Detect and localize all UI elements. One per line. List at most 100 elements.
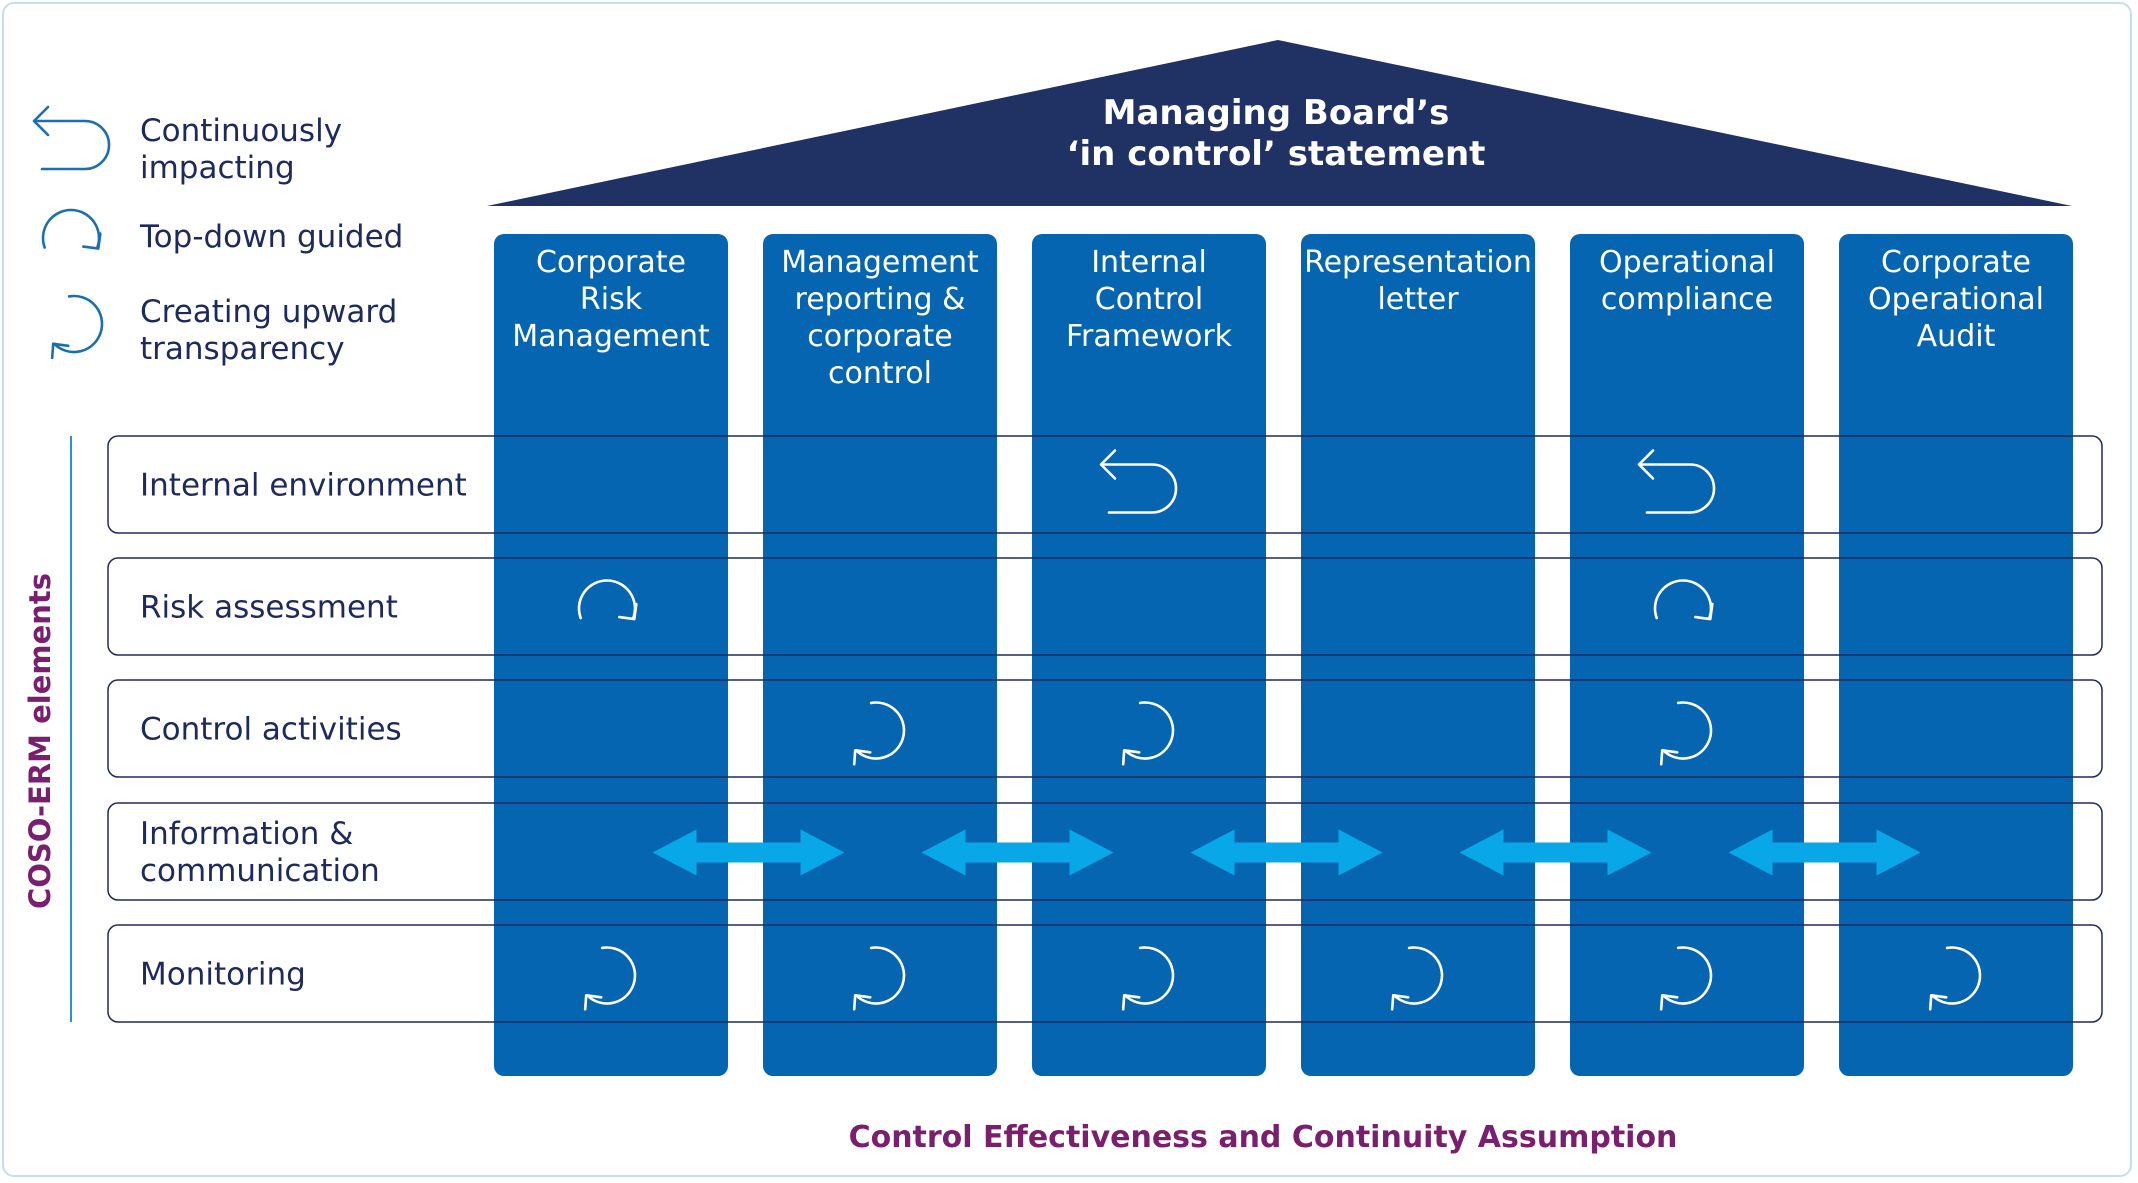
pillar-label-line: Management bbox=[781, 245, 979, 280]
clockwise-arrow-icon bbox=[1653, 579, 1713, 620]
roof: Managing Board’s‘in control’ statement bbox=[487, 40, 2072, 206]
counterclockwise-arrow-icon bbox=[1392, 946, 1444, 1005]
footer-group: Control Effectiveness and Continuity Ass… bbox=[849, 1120, 1678, 1155]
legend-item-1: Top-down guided bbox=[41, 208, 403, 255]
clockwise-arrow-icon-head bbox=[82, 232, 102, 250]
pillar-label-line: Risk bbox=[580, 282, 643, 317]
counterclockwise-arrow-icon-head bbox=[1390, 993, 1410, 1011]
double-arrow-icon bbox=[1190, 829, 1383, 876]
pillar-label-line: compliance bbox=[1601, 282, 1773, 317]
roof-statement-line: Managing Board’s bbox=[1103, 93, 1450, 133]
pillar-label-line: corporate bbox=[807, 319, 953, 354]
row-label-line: Risk assessment bbox=[140, 590, 398, 626]
roof-statement-line: ‘in control’ statement bbox=[1067, 134, 1486, 174]
counterclockwise-arrow-icon bbox=[854, 701, 906, 760]
counterclockwise-arrow-icon bbox=[1123, 946, 1175, 1005]
return-arrow-icon-head bbox=[1099, 449, 1117, 480]
pillar-label-line: Control bbox=[1095, 282, 1203, 317]
double-arrow-icon bbox=[1459, 829, 1652, 876]
counterclockwise-arrow-icon-head bbox=[583, 993, 603, 1011]
row-label-line: Internal environment bbox=[140, 468, 467, 504]
pillar-label-line: Internal bbox=[1091, 245, 1207, 280]
double-arrow-icon bbox=[1728, 829, 1921, 876]
row-label-line: Monitoring bbox=[140, 957, 306, 993]
return-arrow-icon bbox=[1101, 463, 1178, 514]
clockwise-arrow-icon bbox=[577, 579, 637, 620]
legend-label-line: impacting bbox=[140, 150, 295, 186]
coso-row-2 bbox=[107, 679, 2103, 778]
side-label-group: COSO-ERM elements bbox=[23, 436, 72, 1022]
counterclockwise-arrow-icon-head bbox=[1121, 993, 1141, 1011]
pillar-label-line: Operational bbox=[1868, 282, 2044, 317]
legend-label-line: Top-down guided bbox=[139, 219, 403, 255]
pillar-label-line: control bbox=[828, 356, 932, 391]
counterclockwise-arrow-icon-head bbox=[1659, 748, 1679, 766]
legend-label-line: Creating upward bbox=[140, 294, 397, 330]
coso-row-3 bbox=[107, 802, 2103, 901]
counterclockwise-arrow-icon bbox=[1930, 946, 1982, 1005]
row-label: Control activities bbox=[140, 712, 402, 748]
footer-caption: Control Effectiveness and Continuity Ass… bbox=[849, 1120, 1678, 1155]
pillar-label-line: Audit bbox=[1917, 319, 1996, 354]
row-label: Information &communication bbox=[140, 816, 380, 889]
pillar-label-line: reporting & bbox=[795, 282, 966, 317]
coso-row-4 bbox=[107, 924, 2103, 1023]
pillar-label-line: letter bbox=[1377, 282, 1459, 317]
counterclockwise-arrow-icon-head bbox=[1121, 748, 1141, 766]
row-label-line: communication bbox=[140, 853, 380, 889]
pillar-label-line: Management bbox=[512, 319, 710, 354]
legend-label: Top-down guided bbox=[139, 219, 403, 255]
return-arrow-icon-head bbox=[1637, 449, 1655, 480]
clockwise-arrow-icon bbox=[41, 208, 101, 249]
pillar-label-line: Representation bbox=[1304, 245, 1532, 280]
row-label-line: Control activities bbox=[140, 712, 402, 748]
counterclockwise-arrow-icon-head bbox=[1928, 993, 1948, 1011]
pillar-label-line: Operational bbox=[1599, 245, 1775, 280]
pillar-label-line: Corporate bbox=[536, 245, 686, 280]
coso-row-1 bbox=[107, 557, 2103, 656]
counterclockwise-arrow-icon bbox=[854, 946, 906, 1005]
row-label: Monitoring bbox=[140, 957, 306, 993]
return-arrow-icon-head bbox=[32, 105, 50, 137]
clockwise-arrow-icon-head bbox=[1694, 602, 1714, 621]
double-arrow-icon bbox=[921, 829, 1114, 876]
return-arrow-icon bbox=[34, 119, 111, 171]
legend-label-line: transparency bbox=[140, 331, 345, 367]
counterclockwise-arrow-icon bbox=[52, 294, 104, 354]
row-label: Risk assessment bbox=[140, 590, 398, 626]
pillar-label-line: Corporate bbox=[1881, 245, 2031, 280]
clockwise-arrow-icon-head bbox=[618, 602, 638, 621]
connectors bbox=[652, 829, 1921, 876]
counterclockwise-arrow-icon bbox=[585, 946, 637, 1005]
counterclockwise-arrow-icon-head bbox=[852, 748, 872, 766]
counterclockwise-arrow-icon-head bbox=[50, 342, 70, 360]
counterclockwise-arrow-icon bbox=[1661, 946, 1713, 1005]
counterclockwise-arrow-icon bbox=[1123, 701, 1175, 760]
roof-shape bbox=[487, 40, 2072, 206]
counterclockwise-arrow-icon-head bbox=[1659, 993, 1679, 1011]
double-arrow-icon bbox=[652, 829, 845, 876]
row-label: Internal environment bbox=[140, 468, 467, 504]
cell-icons bbox=[577, 449, 1982, 1011]
side-label: COSO-ERM elements bbox=[23, 573, 57, 909]
pillar-label-line: Framework bbox=[1066, 319, 1233, 354]
row-label-line: Information & bbox=[140, 816, 353, 852]
counterclockwise-arrow-icon-head bbox=[852, 993, 872, 1011]
return-arrow-icon bbox=[1639, 463, 1716, 514]
roof-statement: Managing Board’s‘in control’ statement bbox=[1067, 93, 1486, 174]
